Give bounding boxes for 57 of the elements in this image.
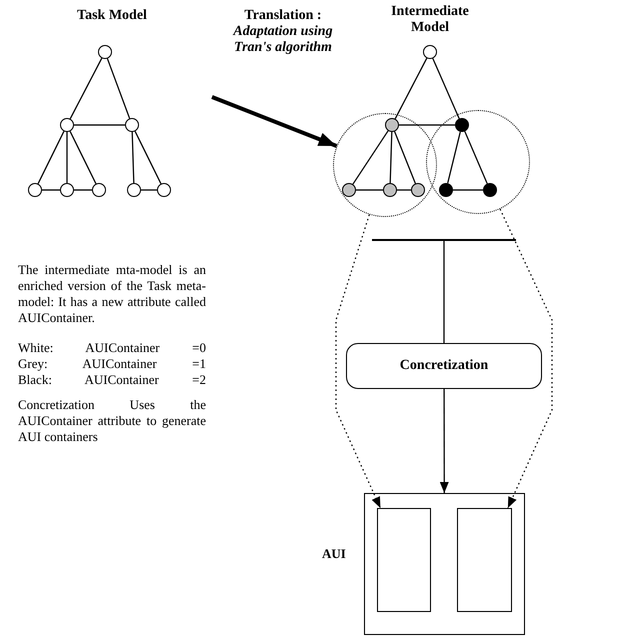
connector-line — [399, 124, 455, 126]
tree-node-circle — [342, 183, 356, 197]
connector-line — [106, 58, 130, 119]
connector-line — [42, 189, 60, 191]
box-label: AUI — [322, 546, 346, 562]
connector-line — [352, 130, 389, 185]
dotted-arrow — [335, 214, 381, 508]
connector-line — [464, 131, 488, 184]
tree-node-circle — [385, 118, 399, 132]
legend-line: Black: AUIContainer =2 — [18, 372, 206, 388]
legend-line: White: AUIContainer =0 — [18, 340, 206, 356]
model-heading: Intermediate Model — [390, 4, 470, 36]
tree-node-circle — [423, 45, 437, 59]
dotted-group-circle — [333, 113, 437, 217]
thick-arrow — [211, 95, 338, 148]
tree-node-circle — [92, 183, 106, 197]
panel-box — [457, 508, 512, 612]
panel-box — [377, 508, 431, 612]
tree-node-circle — [127, 183, 141, 197]
connector-line — [70, 58, 102, 120]
tree-node-circle — [383, 183, 397, 197]
connector-line — [74, 189, 92, 191]
connector-line — [394, 131, 416, 184]
tree-node-circle — [483, 183, 497, 197]
tree-node-circle — [98, 45, 112, 59]
dotted-group-circle — [426, 110, 530, 214]
note-paragraph: Concretization Uses the AUIContainer attribute to generate AUI containers — [18, 397, 206, 445]
tree-node-circle — [60, 183, 74, 197]
connector-line — [432, 58, 460, 119]
connector-line — [132, 132, 134, 184]
connector-line — [447, 132, 461, 184]
legend-line: Grey: AUIContainer =1 — [18, 356, 206, 372]
connector-line — [397, 189, 411, 191]
tree-node-circle — [157, 183, 171, 197]
tree-node-circle — [125, 118, 139, 132]
connector-line — [390, 132, 392, 184]
process-box: Concretization — [346, 343, 542, 389]
connector-line — [453, 189, 483, 191]
model-heading: Task Model — [76, 8, 148, 24]
container-box — [364, 493, 525, 635]
tree-node-circle — [60, 118, 74, 132]
connector-line — [70, 131, 96, 184]
dotted-arrow — [500, 208, 553, 508]
tree-node-circle — [411, 183, 425, 197]
connector-line — [74, 124, 125, 126]
connector-line — [66, 132, 68, 183]
tree-node-circle — [439, 183, 453, 197]
connector-line — [356, 189, 383, 191]
arrow — [440, 389, 449, 493]
connector-line — [443, 241, 445, 343]
connector-line — [394, 58, 428, 120]
tree-node-circle — [455, 118, 469, 132]
connector-line — [38, 131, 64, 184]
connector-line — [141, 189, 157, 191]
note-paragraph: The intermediate mta-model is an enriched version of the Task meta-model: It has a new attribute called AUIContainer. — [18, 262, 206, 326]
connector-line — [134, 131, 162, 184]
tree-node-circle — [28, 183, 42, 197]
